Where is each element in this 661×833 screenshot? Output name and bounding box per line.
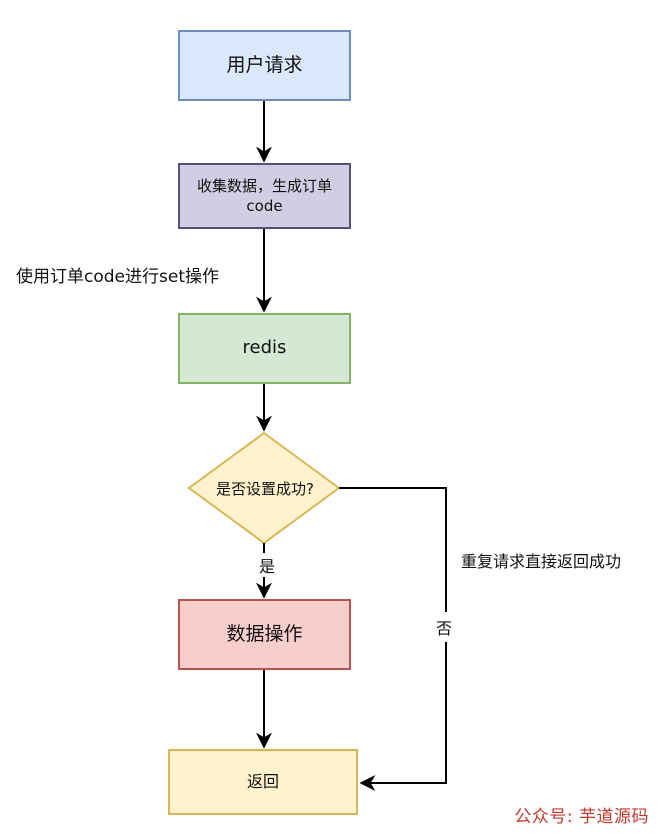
collect-data-label-line1: 收集数据，生成订单: [196, 176, 332, 195]
redis-label: redis: [242, 337, 287, 359]
return-label: 返回: [246, 772, 279, 792]
user-request-node: 用户请求: [178, 30, 351, 101]
no-label: 否: [436, 612, 453, 642]
collect-data-node: 收集数据，生成订单 code: [178, 163, 351, 229]
data-operation-node: 数据操作: [178, 599, 351, 670]
redis-node: redis: [178, 313, 351, 384]
repeat-request-label: 重复请求直接返回成功: [461, 552, 622, 571]
watermark: 公众号: 芋道源码: [514, 807, 649, 827]
decision-label: 是否设置成功?: [216, 479, 314, 498]
yes-label: 是: [257, 553, 278, 577]
data-operation-label: 数据操作: [226, 622, 303, 645]
user-request-label: 用户请求: [226, 53, 303, 76]
set-operation-label: 使用订单code进行set操作: [16, 267, 219, 287]
collect-data-label-line2: code: [246, 197, 283, 215]
return-node: 返回: [168, 749, 358, 815]
edge-decision-no-to-return: [339, 487, 447, 791]
